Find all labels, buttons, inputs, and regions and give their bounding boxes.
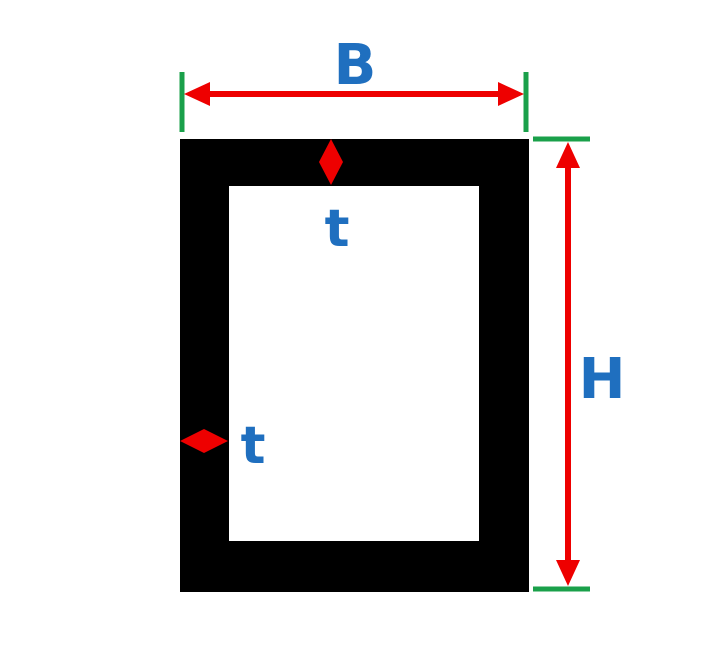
width-label: B	[334, 33, 377, 98]
height-label: H	[579, 347, 626, 412]
side-thickness-label: t	[241, 416, 266, 476]
top-thickness-arrow	[319, 139, 343, 185]
width-arrowhead-left	[184, 82, 210, 106]
height-arrowhead-bottom	[556, 560, 580, 586]
height-arrowhead-top	[556, 142, 580, 168]
side-thickness-arrow	[180, 429, 228, 453]
width-arrowhead-right	[498, 82, 524, 106]
section-hollow-interior	[229, 186, 479, 541]
top-thickness-label: t	[325, 199, 350, 259]
